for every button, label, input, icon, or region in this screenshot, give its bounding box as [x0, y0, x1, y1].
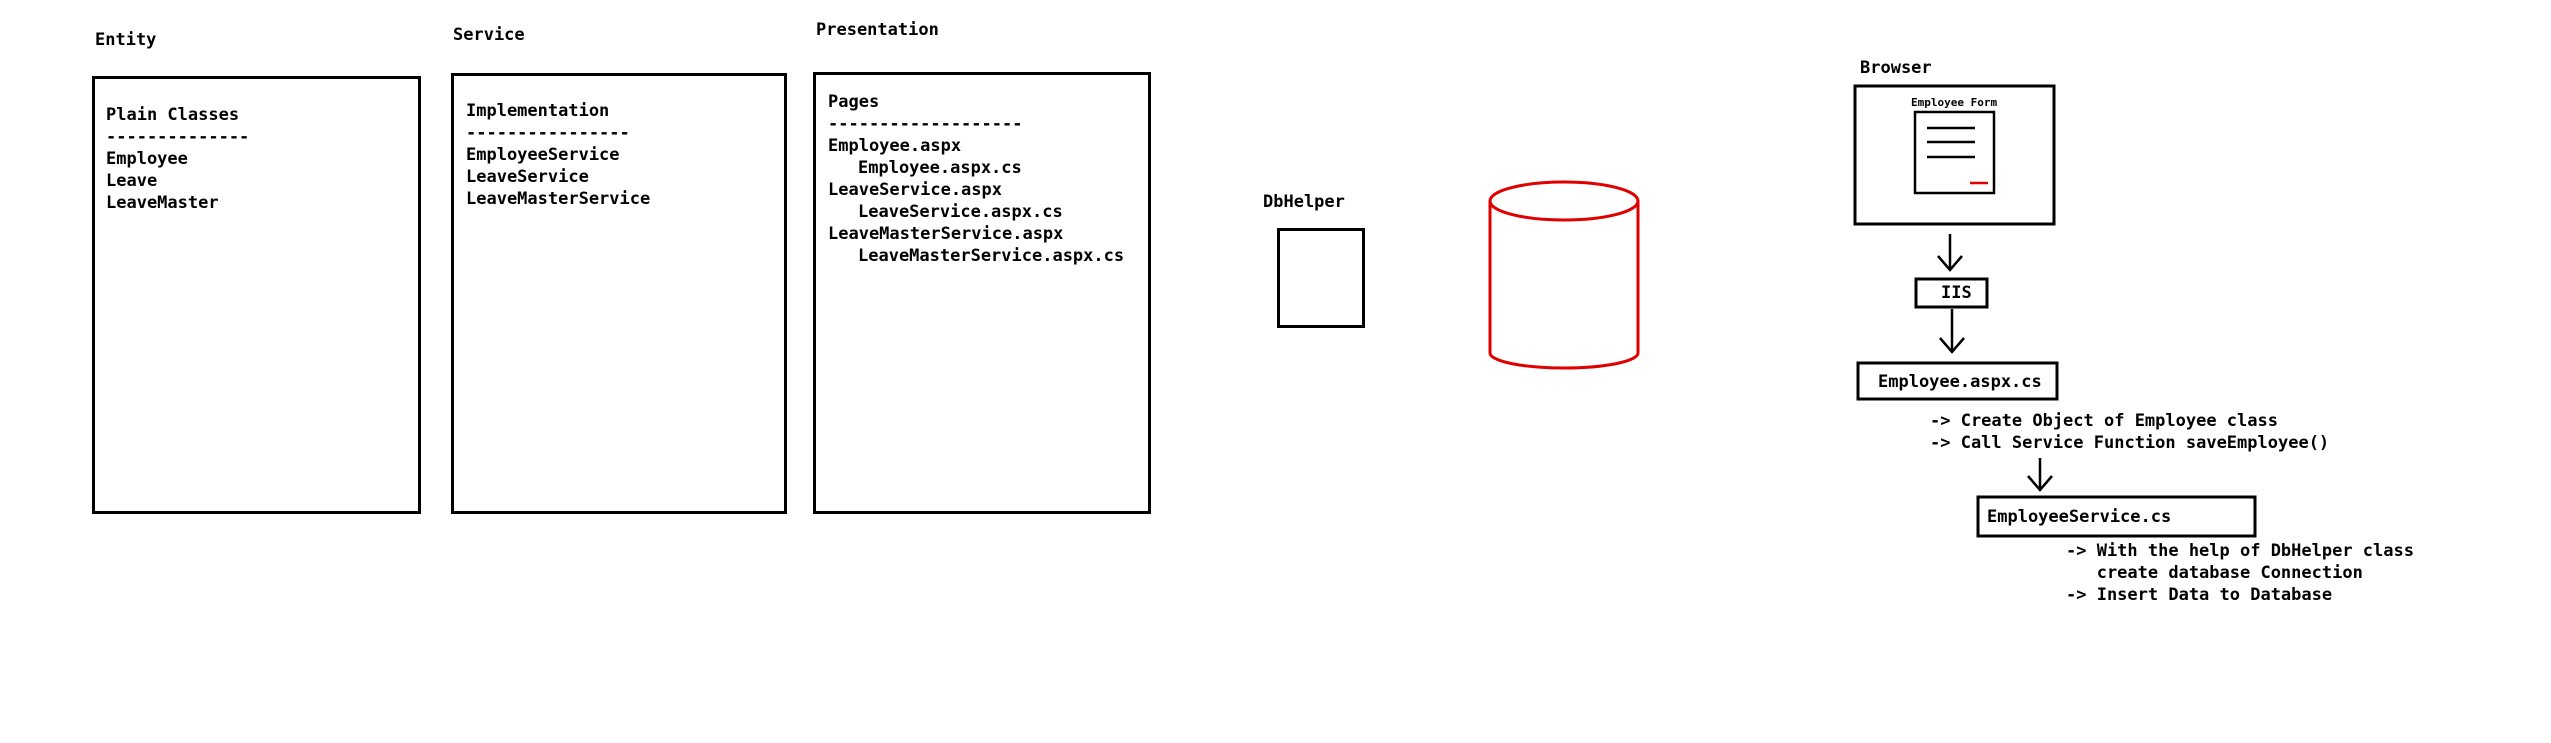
employee-service-label: EmployeeService.cs	[1987, 507, 2172, 527]
iis-box	[1914, 277, 1989, 309]
service-box	[451, 73, 787, 514]
employee-form-label: Employee Form	[1911, 96, 1998, 109]
employee-aspx-notes: -> Create Object of Employee class -> Ca…	[1930, 410, 2329, 454]
presentation-line: Pages	[828, 92, 880, 112]
presentation-line: LeaveService.aspx	[828, 180, 1002, 200]
employee-aspx-box	[1856, 361, 2059, 401]
entity-line: --------------	[106, 127, 250, 147]
note-line: -> Call Service Function saveEmployee()	[1930, 433, 2330, 453]
presentation-list: Pages ------------------- Employee.aspx …	[828, 91, 1124, 267]
entity-line: Plain Classes	[106, 105, 240, 125]
browser-heading: Browser	[1860, 58, 1932, 78]
presentation-line: -------------------	[828, 114, 1023, 134]
service-line: LeaveService	[466, 167, 589, 187]
dbhelper-heading: DbHelper	[1263, 192, 1345, 212]
employee-service-notes: -> With the help of DbHelper class creat…	[2066, 540, 2414, 606]
note-line: create database Connection	[2066, 563, 2363, 583]
service-line: ----------------	[466, 123, 630, 143]
arrow-page-to-service-icon	[2027, 458, 2053, 492]
presentation-line: LeaveService.aspx.cs	[858, 202, 1063, 222]
entity-heading: Entity	[95, 30, 157, 50]
presentation-line: LeaveMasterService.aspx.cs	[858, 246, 1125, 266]
service-heading: Service	[453, 25, 525, 45]
note-line: -> Create Object of Employee class	[1930, 411, 2278, 431]
iis-label: IIS	[1941, 283, 1972, 303]
employee-service-box	[1976, 495, 2257, 538]
presentation-heading: Presentation	[816, 20, 939, 40]
service-list: Implementation ---------------- Employee…	[466, 100, 650, 210]
service-line: LeaveMasterService	[466, 189, 651, 209]
employee-aspx-label: Employee.aspx.cs	[1878, 372, 2042, 392]
employee-form-icon	[1913, 110, 1996, 195]
entity-list: Plain Classes -------------- Employee Le…	[106, 104, 249, 214]
entity-box	[92, 76, 421, 514]
presentation-line: LeaveMasterService.aspx	[828, 224, 1064, 244]
service-line: Implementation	[466, 101, 610, 121]
arrow-iis-to-page-icon	[1939, 309, 1965, 354]
presentation-line: Employee.aspx	[828, 136, 962, 156]
entity-line: Employee	[106, 149, 188, 169]
arrow-browser-to-iis-icon	[1937, 234, 1963, 272]
note-line: -> Insert Data to Database	[2066, 585, 2333, 605]
presentation-box	[813, 72, 1151, 514]
entity-line: Leave	[106, 171, 158, 191]
database-cylinder	[1488, 180, 1640, 370]
presentation-line: Employee.aspx.cs	[858, 158, 1022, 178]
note-line: -> With the help of DbHelper class	[2066, 541, 2414, 561]
entity-line: LeaveMaster	[106, 193, 219, 213]
dbhelper-box	[1277, 228, 1365, 328]
service-line: EmployeeService	[466, 145, 620, 165]
